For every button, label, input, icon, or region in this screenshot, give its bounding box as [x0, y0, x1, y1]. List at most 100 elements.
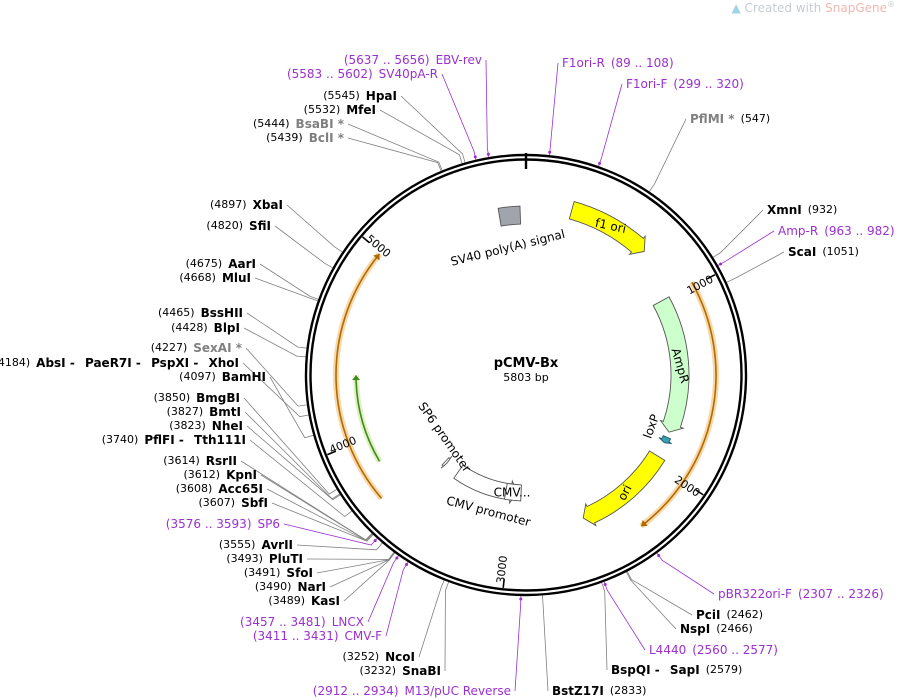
leader-line: [649, 118, 687, 192]
label-part: (4897): [210, 198, 247, 211]
map-label: L4440(2560 .. 2577): [649, 643, 778, 657]
tick-mark: [327, 450, 337, 456]
label-part: (3411 .. 3431): [253, 629, 339, 643]
label-text: PflMI *(547): [690, 112, 770, 126]
map-label: (3493)PluTI: [226, 552, 303, 566]
feature-ampr: [652, 296, 690, 433]
label-part: SP6: [258, 517, 281, 531]
primer-mark: [603, 583, 607, 587]
orf-arrowhead: [352, 375, 361, 381]
map-label: BstZ17I(2833): [552, 684, 646, 698]
label-part: (2579): [706, 663, 743, 676]
label-part: M13/pUC Reverse: [405, 684, 512, 698]
label-text: (3411 .. 3431)CMV-F: [253, 629, 382, 643]
label-part: (963 .. 982): [824, 224, 894, 238]
label-part: BssHII: [201, 306, 243, 320]
label-part: SfoI: [286, 566, 313, 580]
label-text: BspQI - SapI(2579): [611, 663, 742, 677]
plasmid-name: pCMV-Bx: [494, 356, 559, 371]
label-part: -: [189, 356, 202, 370]
leader-line: [717, 230, 775, 266]
primer-mark: [473, 155, 477, 159]
label-text: (5583 .. 5602)SV40pA-R: [287, 67, 438, 81]
label-part: -: [175, 433, 188, 447]
label-text: (5545)HpaI: [323, 89, 397, 103]
tick-mark: [361, 236, 370, 244]
primer-mark: [657, 553, 661, 557]
label-part: (3252): [343, 650, 380, 663]
label-text: Amp-R (963 .. 982): [778, 224, 895, 238]
tick-mark: [706, 273, 716, 280]
map-label: (3850)BmgBI: [154, 391, 240, 405]
feature-label: loxP: [641, 412, 663, 440]
label-part: XbaI: [253, 198, 283, 212]
label-part: NheI: [212, 419, 243, 433]
label-part: EBV-rev: [436, 53, 482, 67]
label-text: (3232)SnaBI: [360, 664, 441, 678]
map-label: (3252) NcoI: [343, 650, 415, 664]
label-part: NcoI: [385, 650, 415, 664]
watermark-prefix: Created with: [744, 1, 826, 15]
label-text: (3850)BmgBI: [154, 391, 240, 405]
label-part: BlpI: [214, 321, 240, 335]
leader-line: [246, 425, 341, 501]
primer-mark: [719, 262, 723, 266]
label-part: (4428): [171, 321, 208, 334]
label-part: (3491): [244, 566, 281, 579]
feature-label: SV40 poly(A) signal: [449, 227, 566, 269]
map-label: Amp-R (963 .. 982): [778, 224, 895, 238]
label-part: BsaBI *: [296, 117, 345, 131]
label-part: (5545): [323, 89, 360, 102]
tick-mark: [695, 489, 704, 496]
label-part: (547): [741, 112, 771, 125]
label-text: pBR322ori-F(2307 .. 2326): [718, 587, 884, 601]
leader-line: [271, 502, 374, 542]
label-part: AvrII: [261, 538, 293, 552]
leader-line: [626, 571, 693, 616]
map-label: (3411 .. 3431)CMV-F: [253, 629, 382, 643]
map-label: (3490)NarI: [255, 580, 326, 594]
label-part: SnaBI: [402, 664, 441, 678]
label-part: (2833): [610, 684, 647, 697]
label-part: (3555): [219, 538, 256, 551]
map-label: (3614)RsrII: [163, 454, 237, 468]
label-text: (3823)NheI: [169, 419, 243, 433]
label-text: (3614)RsrII: [163, 454, 237, 468]
feature-ori: [582, 450, 666, 527]
primer-mark: [598, 161, 602, 165]
label-part: KpnI: [226, 468, 257, 482]
label-part: NarI: [297, 580, 326, 594]
label-part: KasI: [311, 594, 340, 608]
map-label: F1ori-F(299 .. 320): [626, 77, 744, 91]
leader-line: [274, 225, 333, 269]
map-label: (4184)AbsI - PaeR7I - PspXI - XhoI: [0, 356, 239, 370]
map-label: ScaI(1051): [788, 245, 859, 259]
map-label: (4675)AarI: [186, 257, 256, 271]
label-part: (3576 .. 3593): [166, 517, 252, 531]
orf-arc: [640, 281, 717, 527]
leader-line: [296, 542, 383, 551]
label-text: (3457 .. 3481)LNCX: [240, 615, 364, 629]
leader-line: [712, 209, 764, 258]
label-part: (3612): [184, 468, 221, 481]
primer-mark: [486, 152, 490, 156]
label-text: (4097)BamHI: [179, 370, 266, 384]
label-text: (5637 .. 5656)EBV-rev: [344, 53, 482, 67]
leader-line: [306, 551, 395, 560]
watermark: ▲ Created with SnapGene®: [731, 0, 895, 15]
label-part: -: [651, 663, 664, 677]
label-part: (2560 .. 2577): [692, 643, 778, 657]
orf-arrowhead: [641, 519, 648, 527]
label-part: (2462): [727, 608, 764, 621]
label-part: Acc65I: [218, 482, 263, 496]
plasmid-backbone: [304, 153, 748, 597]
label-text: XmnI(932): [767, 203, 837, 217]
label-part: BclI *: [309, 131, 345, 145]
leader-line: [379, 109, 463, 164]
label-part: Amp-R: [778, 224, 818, 238]
label-part: SbfI: [241, 496, 268, 510]
label-part: PaeR7I: [85, 356, 132, 370]
leader-line: [418, 580, 445, 658]
label-text: (3612) KpnI: [184, 468, 257, 482]
label-text: F1ori-F(299 .. 320): [626, 77, 744, 91]
